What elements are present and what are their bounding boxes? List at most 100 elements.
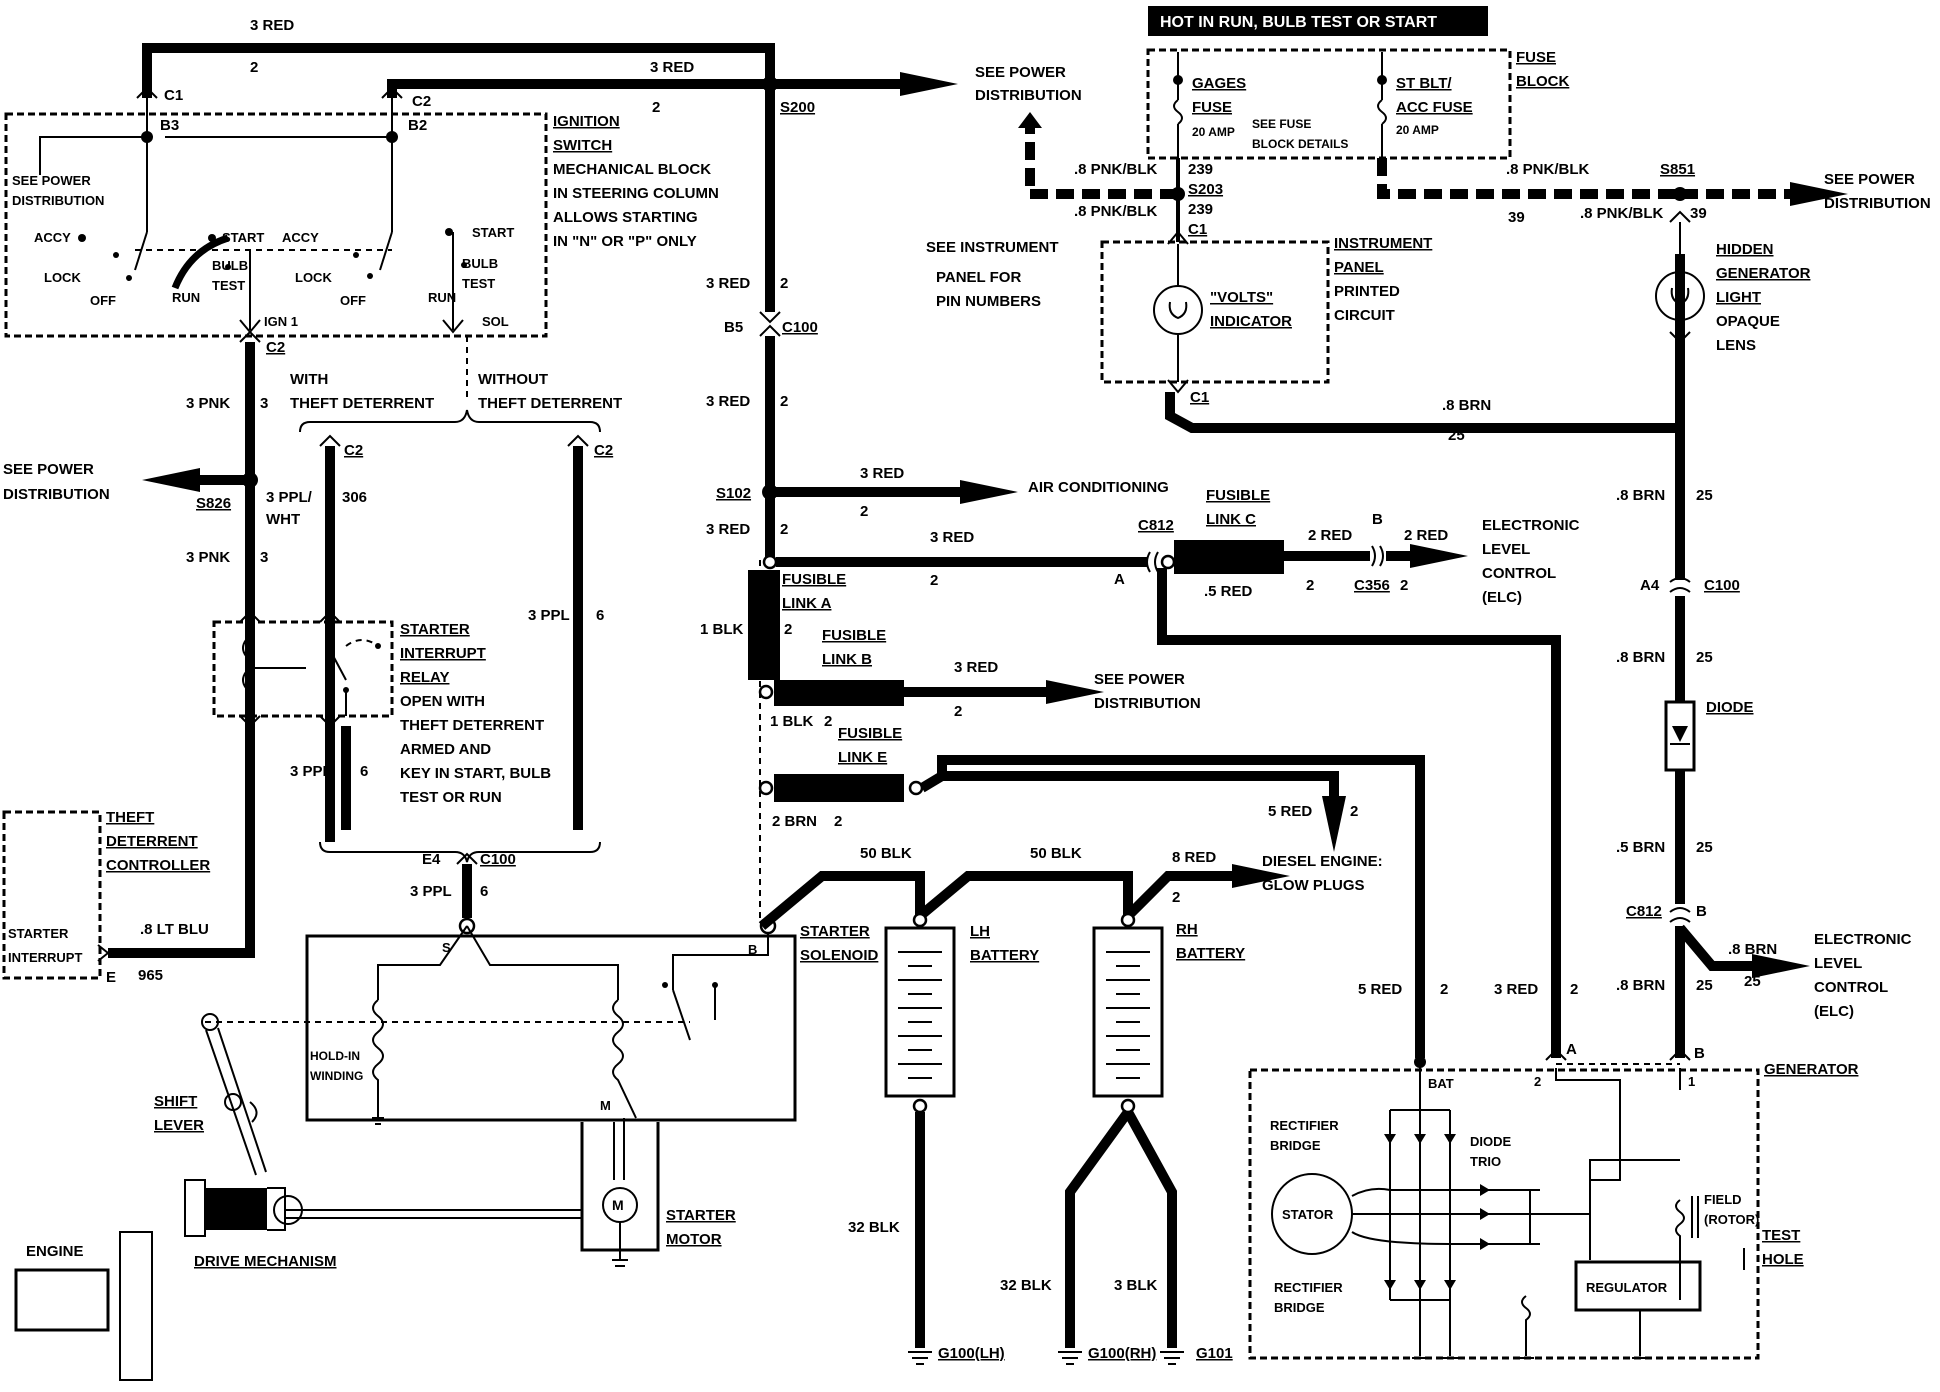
pin-label: E [106,969,116,986]
option-label: THEFT DETERRENT [478,395,622,412]
generator-label: GENERATOR [1764,1061,1859,1078]
wire-number: 2 [784,621,792,638]
wire-label: 3 RED [650,59,694,76]
shift-lever-drive [119,1013,582,1381]
splice-s203-label: S203 [1188,181,1223,198]
wire-label: 3 RED [706,521,750,538]
motor-m: M [612,1197,624,1213]
wire-label: .8 BRN [1616,977,1665,994]
connector-c100-label: C100 [480,851,516,868]
wire-label: 3 PNK [186,395,230,412]
generator [1248,1048,1760,1360]
pin-ign1: IGN 1 [264,314,298,329]
gen-term-1: 1 [1688,1074,1695,1089]
shift-lever-label: SHIFT [154,1093,197,1110]
connector-c2-label: C2 [594,442,613,459]
relay-note: OPEN WITH [400,693,485,710]
wire-number: 2 [250,59,258,76]
hidden-light-label: GENERATOR [1716,265,1811,282]
ig-label: ACCY [34,230,71,245]
starter-motor-label: MOTOR [666,1231,722,1248]
pin-b: B [1696,903,1707,920]
elc-label: LEVEL [1482,541,1530,558]
wire-label: .8 PNK/BLK [1506,161,1590,178]
engine-block [14,1268,110,1332]
starter-solenoid-label: STARTER [800,923,870,940]
wire-number: 965 [138,967,163,984]
wire-label: 3 RED [706,393,750,410]
ignition-note: MECHANICAL BLOCK [553,161,711,178]
see-instrument-note: SEE INSTRUMENT [926,239,1059,256]
lh-battery-label: BATTERY [970,947,1039,964]
wire-number: 2 [780,521,788,538]
fusible-link-c [1174,540,1284,574]
wire-label: .5 BRN [1616,839,1665,856]
rectifier-label: RECTIFIER [1274,1280,1343,1295]
pin-b3: B3 [160,117,179,134]
elc-right-label: CONTROL [1814,979,1888,996]
connector-c2-label: C2 [412,93,431,110]
see-fuse-details: SEE FUSE [1252,117,1311,131]
wire-number: 2 [930,572,938,589]
ground-g100lh: G100(LH) [938,1345,1005,1362]
ignition-note: ALLOWS STARTING [553,209,698,226]
wire-number: 239 [1188,161,1213,178]
see-power-dist-label: SEE POWER [1824,171,1915,188]
see-power-dist-label: SEE POWER [3,461,94,478]
relay-note: KEY IN START, BULB [400,765,551,782]
wire-number: 25 [1696,487,1713,504]
wire-number: 2 [1306,577,1314,594]
wire-label: 2 RED [1404,527,1448,544]
wire-label: 3 PPL [410,883,452,900]
stblt-fuse-label: ACC FUSE [1396,99,1473,116]
stblt-fuse-label: ST BLT/ [1396,75,1452,92]
ignition-note: IN "N" OR "P" ONLY [553,233,697,250]
wire-number: 2 [954,703,962,720]
fusible-link-b-label: FUSIBLE [822,627,886,644]
wire-label: 2 BRN [772,813,817,830]
instrument-panel-label: PANEL [1334,259,1384,276]
gages-fuse-label: 20 AMP [1192,125,1235,139]
starter-solenoid-label: SOLENOID [800,947,879,964]
ig-label: TEST [212,278,245,293]
diode [1664,700,1696,772]
ig-label: OFF [90,293,116,308]
wire-label: 5 RED [1358,981,1402,998]
wire-label: 3 BLK [1114,1277,1158,1294]
ig-label: LOCK [295,270,332,285]
gages-fuse-label: FUSE [1192,99,1232,116]
holdin-label: HOLD-IN [310,1049,360,1063]
wire-label: .8 LT BLU [140,921,209,938]
rh-battery-label: RH [1176,921,1198,938]
fusible-link-a-label: LINK A [782,595,832,612]
diode-trio-label: TRIO [1470,1154,1501,1169]
wire-number: 25 [1696,649,1713,666]
wire-label: 50 BLK [1030,845,1082,862]
field-rotor-label: FIELD [1704,1192,1742,1207]
relay-note: ARMED AND [400,741,491,758]
see-power-dist-label: SEE POWER [1094,671,1185,688]
ignition-note: IN STEERING COLUMN [553,185,719,202]
wire-label: 50 BLK [860,845,912,862]
lh-battery-label: LH [970,923,990,940]
hidden-generator-light [1655,210,1705,344]
wire-number: 2 [780,393,788,410]
connector-c100-label: C100 [1704,577,1740,594]
rh-battery-label: BATTERY [1176,945,1245,962]
wire-label: 3 RED [1494,981,1538,998]
ig-label: START [472,225,514,240]
gen-pin-b: B [1694,1045,1705,1062]
shift-lever-label: LEVER [154,1117,204,1134]
elc-right-label: (ELC) [1814,1003,1854,1020]
volts-indicator-label: "VOLTS" [1210,289,1273,306]
pin-a4: A4 [1640,577,1660,594]
splice-s826-label: S826 [196,495,231,512]
fusible-link-c-label: FUSIBLE [1206,487,1270,504]
splice-s851-label: S851 [1660,161,1695,178]
ground-g101: G101 [1196,1345,1233,1362]
wire-label: 8 RED [1172,849,1216,866]
wire-label: 32 BLK [1000,1277,1052,1294]
wire-label: 3 RED [860,465,904,482]
wire-label: .8 BRN [1616,649,1665,666]
wire-number: 2 [780,275,788,292]
